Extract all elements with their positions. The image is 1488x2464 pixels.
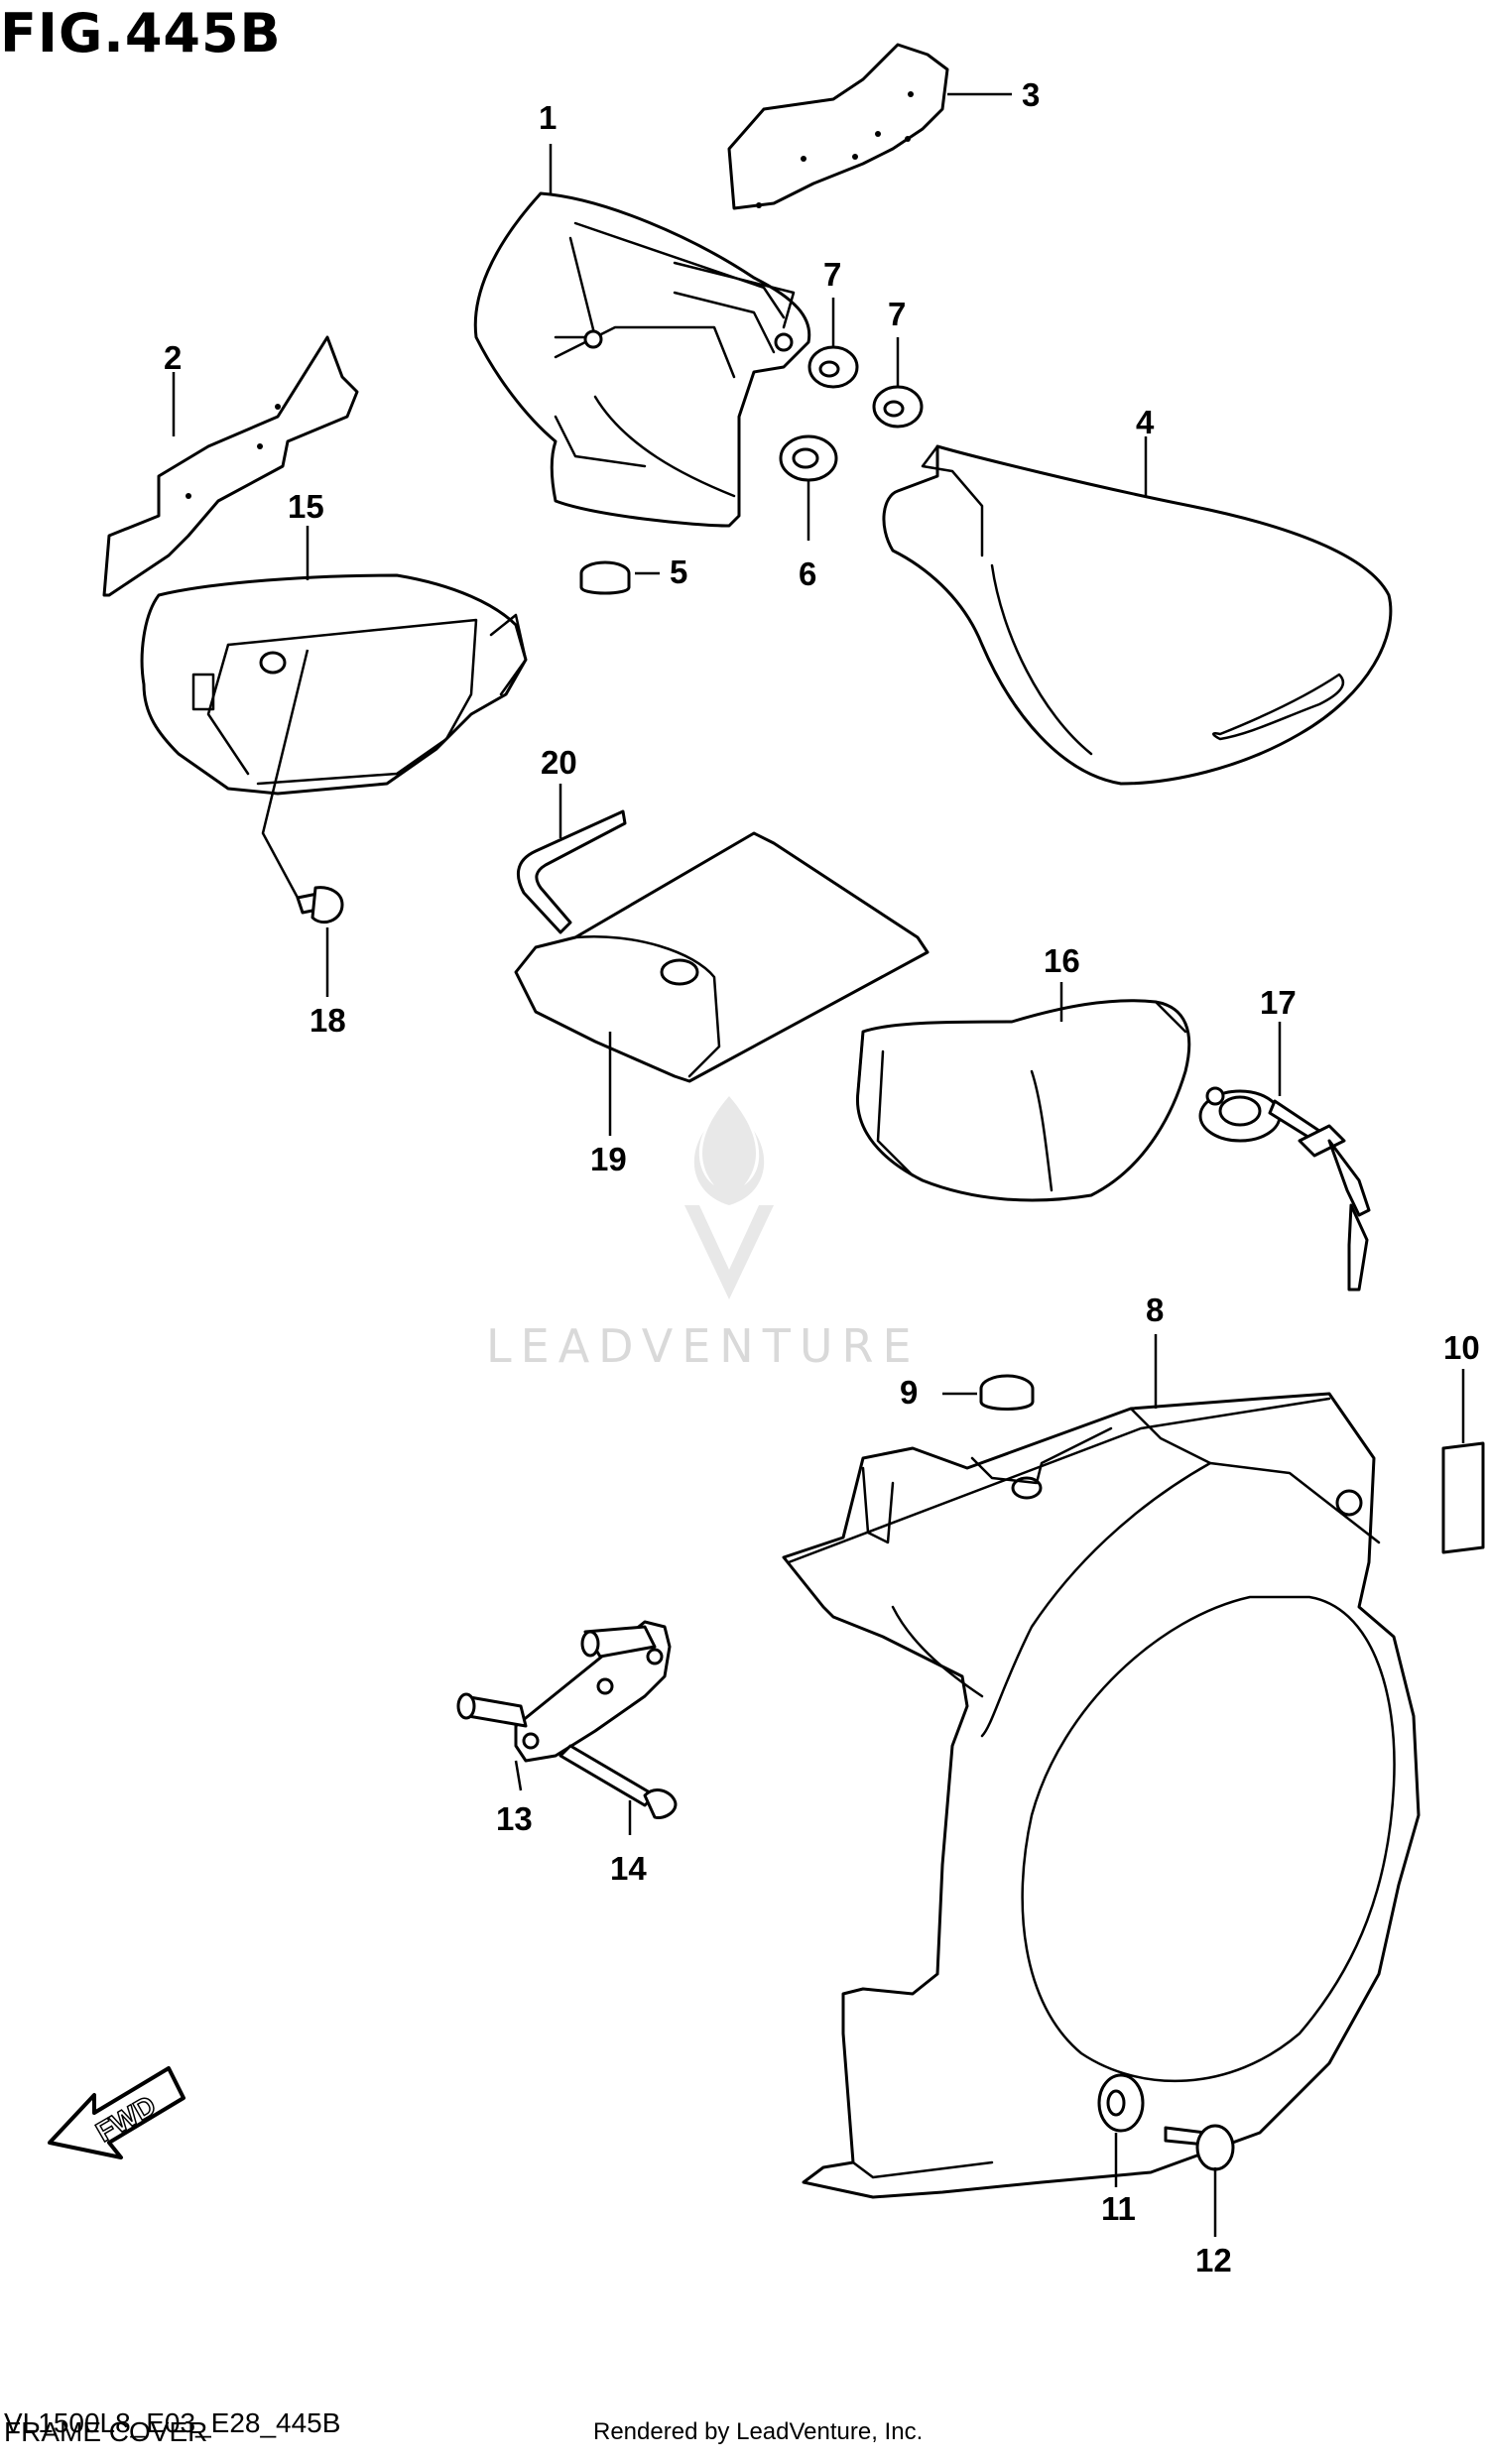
part-13-bracket[interactable]	[456, 1620, 672, 1763]
part-3-cushion-right[interactable]	[727, 43, 949, 210]
model-code: VL1500L8_E03_E28_445B	[4, 2407, 341, 2438]
callout-6[interactable]: 6	[799, 555, 816, 592]
callout-18[interactable]: 18	[310, 1002, 346, 1039]
callout-20[interactable]: 20	[541, 744, 577, 781]
part-12-screw-lower[interactable]	[1164, 2124, 1235, 2171]
part-19-tool-bag[interactable]	[514, 831, 930, 1083]
part-9-cushion-top[interactable]	[979, 1374, 1035, 1411]
part-6-grommet[interactable]	[779, 434, 838, 482]
callout-7b[interactable]: 7	[888, 296, 906, 332]
callout-19[interactable]: 19	[590, 1141, 627, 1177]
callout-14[interactable]: 14	[610, 1850, 647, 1887]
callout-12[interactable]: 12	[1195, 2242, 1232, 2279]
part-2-cushion-left[interactable]	[102, 335, 359, 597]
watermark-text: LEADVENTURE	[486, 1319, 921, 1373]
figure-title: FIG.445B	[0, 2, 282, 64]
part-11-grommet-lower[interactable]	[1097, 2073, 1145, 2133]
section-title: FRAME COVER	[4, 2416, 208, 2447]
part-17-lock-set[interactable]	[1198, 1086, 1371, 1292]
part-1-frame-cover-inner[interactable]	[473, 191, 811, 528]
callout-13[interactable]: 13	[496, 1800, 533, 1837]
callout-15[interactable]: 15	[288, 488, 324, 525]
callout-1[interactable]: 1	[539, 99, 557, 136]
callout-11[interactable]: 11	[1101, 2190, 1136, 2227]
part-20-hex-wrench[interactable]	[516, 809, 627, 934]
fwd-direction-arrow: FWD	[48, 2066, 186, 2159]
part-7-grommet-b[interactable]	[872, 385, 924, 429]
callout-3[interactable]: 3	[1022, 76, 1040, 113]
callout-4[interactable]: 4	[1136, 404, 1155, 440]
part-18-screw[interactable]	[296, 886, 344, 924]
leadventure-watermark-logo	[684, 1096, 774, 1299]
callout-9[interactable]: 9	[900, 1374, 918, 1411]
callout-labels: 1 2 3 4 5 6 7 7 8 9 10 11 12 13 14 15 16…	[164, 76, 1480, 2279]
part-15-tool-box-cover[interactable]	[140, 573, 528, 796]
part-5-cushion-small[interactable]	[579, 560, 631, 595]
part-16-lock-case[interactable]	[855, 999, 1191, 1202]
part-7-grommet-a[interactable]	[807, 345, 859, 389]
part-8-frame-cover-left[interactable]	[782, 1392, 1421, 2199]
callout-17[interactable]: 17	[1260, 984, 1297, 1021]
callout-5[interactable]: 5	[670, 554, 687, 590]
render-credit: Rendered by LeadVenture, Inc.	[593, 2418, 924, 2445]
part-10-label[interactable]	[1441, 1441, 1485, 1554]
callout-8[interactable]: 8	[1146, 1292, 1164, 1328]
leader-lines	[172, 92, 1465, 2237]
part-4-frame-cover-right[interactable]	[882, 444, 1393, 786]
callout-16[interactable]: 16	[1044, 942, 1080, 979]
callout-7a[interactable]: 7	[823, 256, 841, 293]
callout-2[interactable]: 2	[164, 339, 182, 376]
callout-10[interactable]: 10	[1443, 1329, 1480, 1366]
part-14-bolt[interactable]	[558, 1744, 678, 1820]
